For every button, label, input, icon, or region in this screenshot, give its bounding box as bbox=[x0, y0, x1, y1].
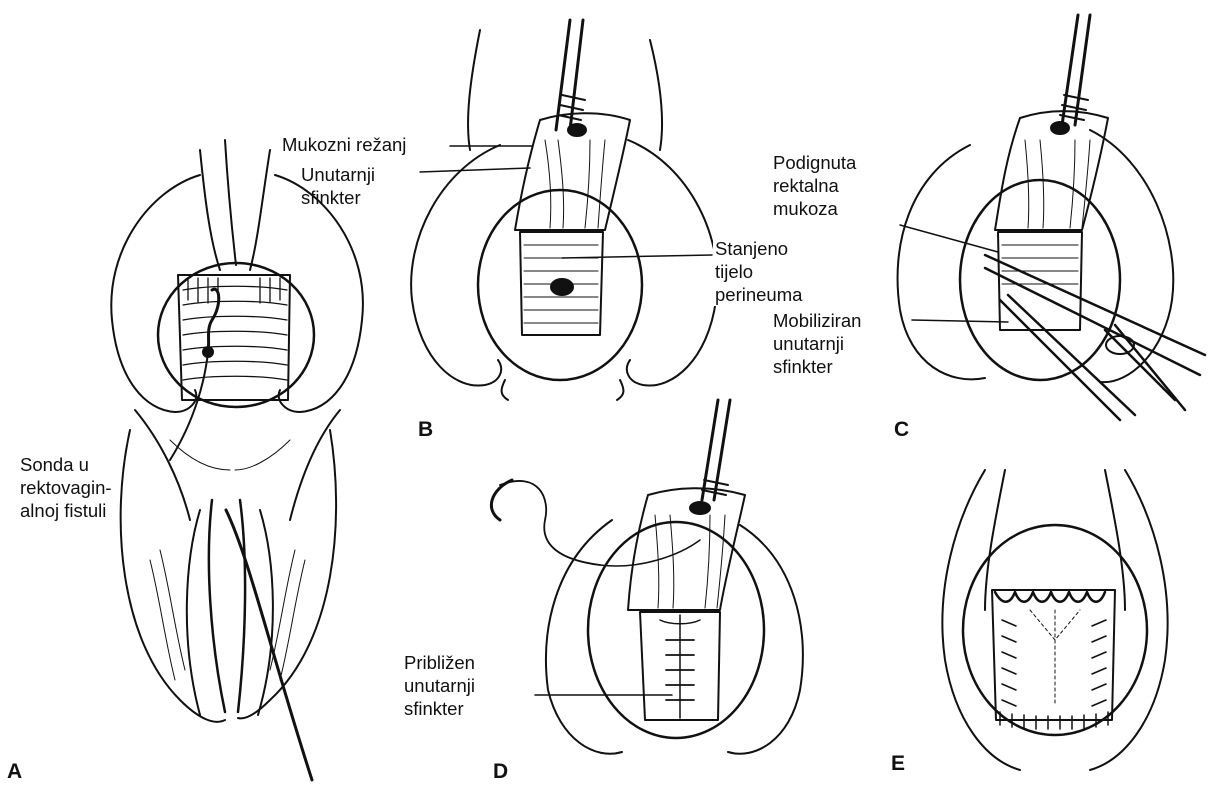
label-approximated-internal-sphincter: Približen unutarnji sfinkter bbox=[402, 651, 477, 720]
panel-letter-e: E bbox=[891, 752, 905, 776]
panel-letter-b: B bbox=[418, 418, 433, 442]
panel-letter-a: A bbox=[7, 760, 22, 784]
label-mucosal-flap: Mukozni režanj bbox=[280, 133, 408, 156]
leader-mobilized-sphincter bbox=[912, 320, 1008, 322]
label-thinned-perineal-body: Stanjeno tijelo perineuma bbox=[713, 237, 804, 306]
label-probe-in-fistula: Sonda u rektovagin- alnoj fistuli bbox=[18, 453, 114, 522]
panel-e-drawing bbox=[942, 470, 1167, 770]
panel-b-drawing bbox=[411, 20, 717, 400]
panel-letter-c: C bbox=[894, 418, 909, 442]
label-internal-sphincter: Unutarnji sfinkter bbox=[299, 163, 377, 209]
label-mobilized-internal-sphincter: Mobiliziran unutarnji sfinkter bbox=[771, 309, 863, 378]
panel-letter-d: D bbox=[493, 760, 508, 784]
leader-internal-sphincter-b bbox=[420, 168, 530, 172]
panel-a-drawing bbox=[111, 140, 363, 780]
panel-d-drawing bbox=[491, 400, 802, 754]
label-raised-rectal-mucosa: Podignuta rektalna mukoza bbox=[771, 151, 858, 220]
panel-c-drawing bbox=[898, 15, 1205, 420]
leader-raised-mucosa bbox=[900, 225, 998, 252]
